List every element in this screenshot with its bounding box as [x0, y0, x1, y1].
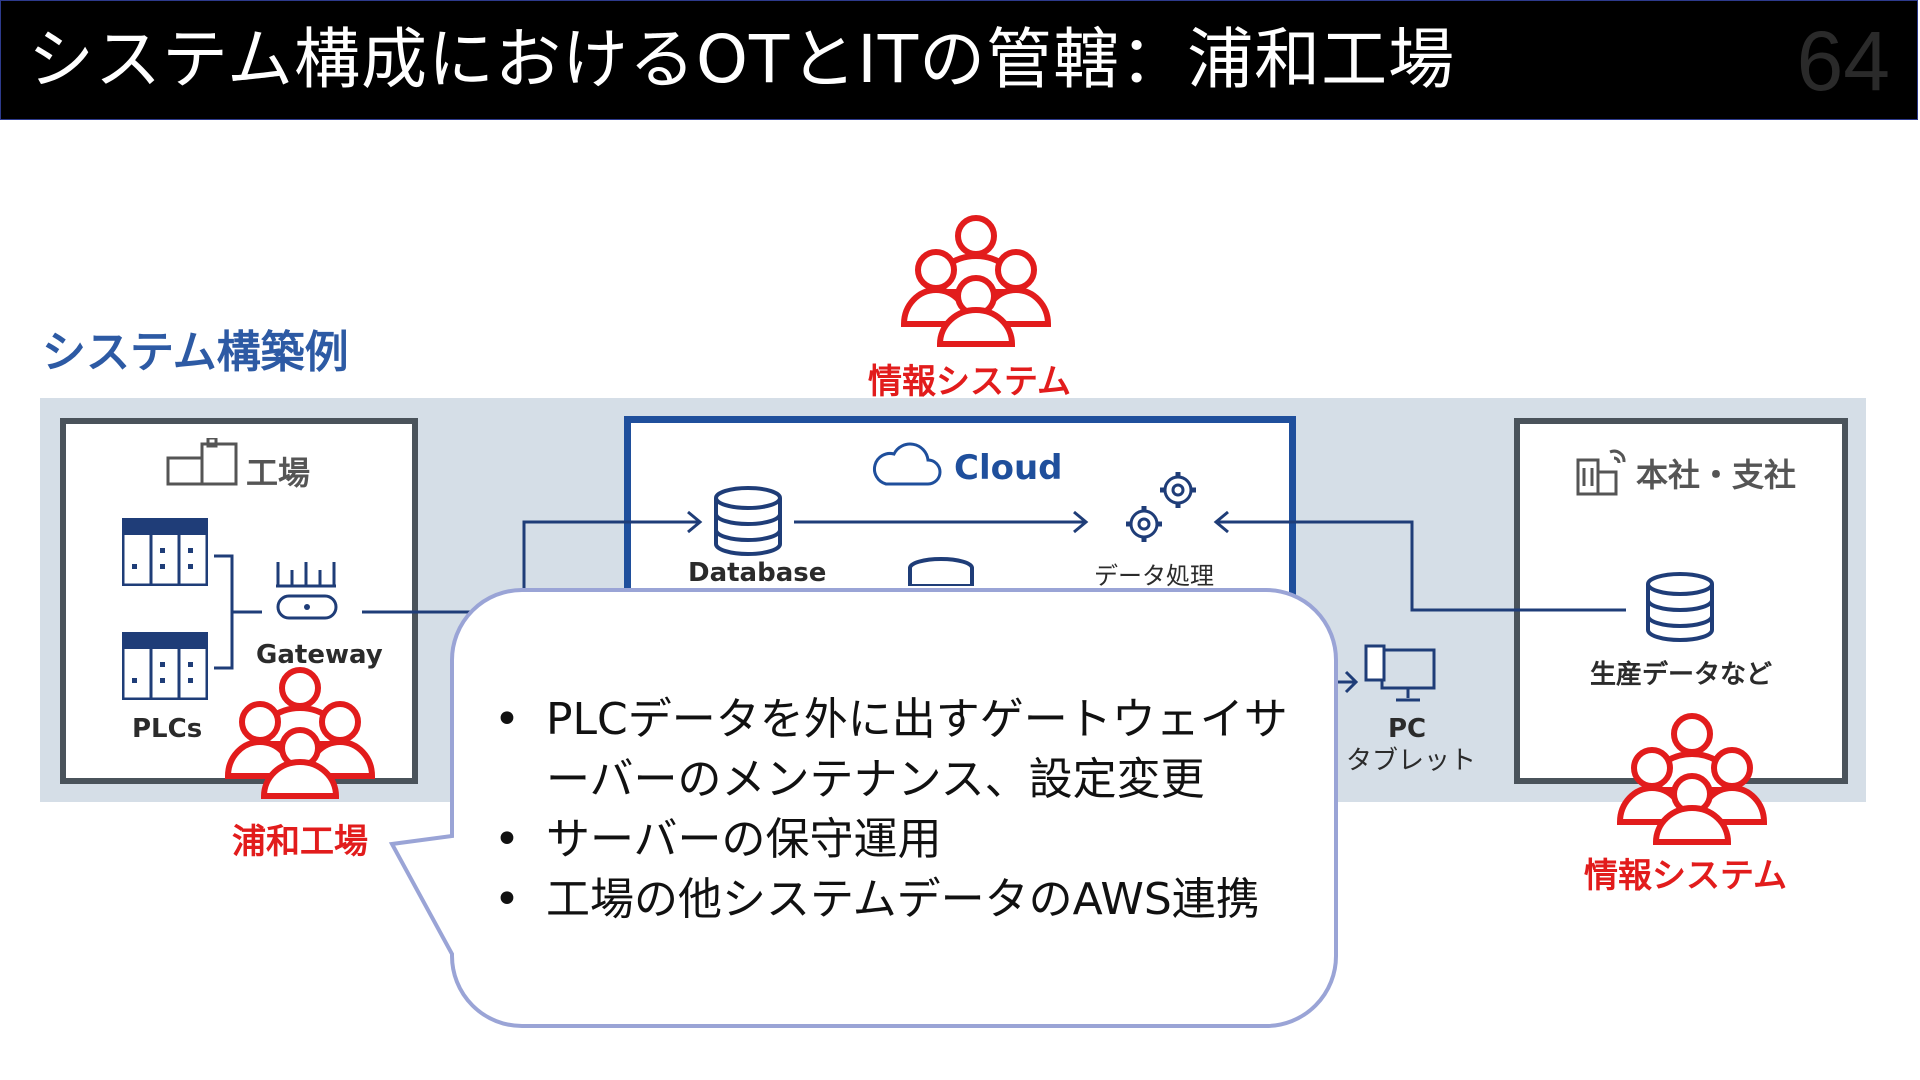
callout-item: PLCデータを外に出すゲートウェイサーバーのメンテナンス、設定変更 — [490, 690, 1320, 810]
people-group-icon — [1616, 713, 1768, 845]
gateway-label: Gateway — [256, 640, 383, 670]
factory-icon — [166, 438, 238, 486]
gateway-icon — [276, 562, 338, 620]
plc-icon — [122, 518, 208, 586]
database-icon — [714, 486, 782, 556]
cloud-title: Cloud — [954, 448, 1063, 488]
people-group-icon — [900, 215, 1052, 347]
slide-number: 64 — [1796, 14, 1890, 108]
database-icon — [1646, 572, 1714, 642]
plc-icon — [122, 632, 208, 700]
callout-item: 工場の他システムデータのAWS連携 — [490, 870, 1320, 930]
office-data-label: 生産データなど — [1590, 660, 1773, 690]
database-icon — [908, 557, 974, 586]
pc-label: PC — [1388, 714, 1427, 744]
office-to-processing-arrow — [1216, 520, 1626, 612]
cloud-icon — [873, 442, 942, 486]
gears-icon — [1126, 472, 1196, 542]
top-group-label: 情報システム — [868, 362, 1071, 402]
database-label: Database — [688, 558, 827, 588]
office-group-label: 情報システム — [1584, 856, 1787, 896]
callout-list: PLCデータを外に出すゲートウェイサーバーのメンテナンス、設定変更 サーバーの保… — [490, 690, 1320, 930]
section-heading: システム構築例 — [42, 327, 349, 378]
pc-tablet-icon — [1364, 644, 1436, 702]
building-icon — [1576, 449, 1626, 496]
factory-title: 工場 — [246, 454, 311, 492]
plcs-label: PLCs — [132, 714, 203, 744]
people-group-icon — [224, 667, 376, 799]
slide-title: システム構成におけるOTとITの管轄：浦和工場 — [28, 21, 1456, 98]
tablet-label: タブレット — [1346, 746, 1477, 776]
office-title: 本社・支社 — [1636, 456, 1797, 494]
title-bar — [0, 0, 1918, 120]
processing-label: データ処理 — [1094, 562, 1214, 590]
gateway-to-database-arrow — [362, 520, 700, 614]
factory-group-label: 浦和工場 — [232, 822, 368, 862]
callout-item: サーバーの保守運用 — [490, 810, 1320, 870]
